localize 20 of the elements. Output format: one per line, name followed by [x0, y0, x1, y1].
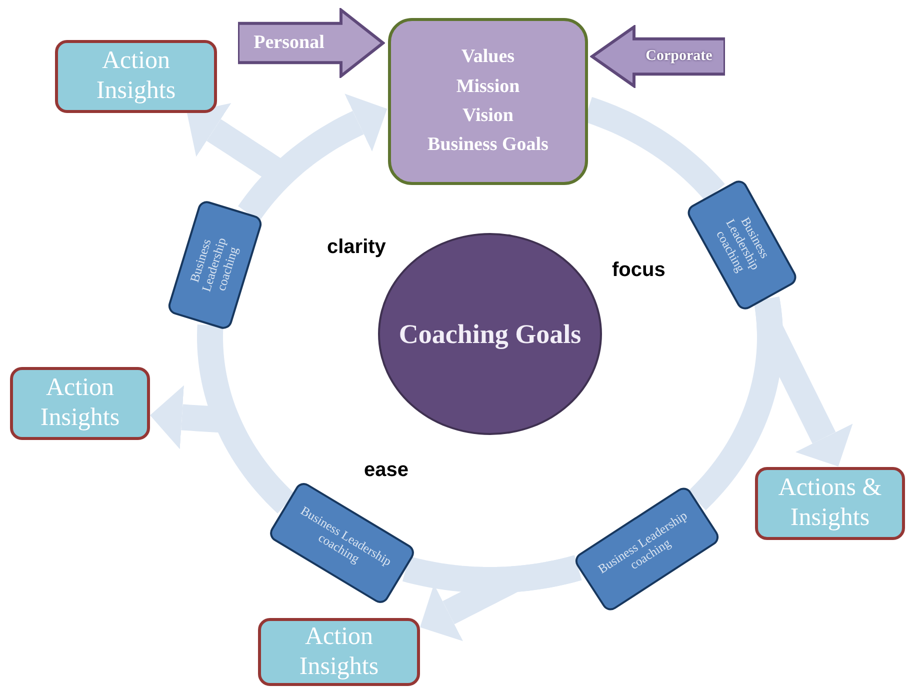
box-label: Mission	[456, 74, 520, 99]
values-box	[388, 18, 588, 184]
box-label: Action Insights	[95, 46, 177, 106]
insight-box	[55, 40, 217, 112]
box-label: Values	[461, 45, 515, 70]
arrow-label: Corporate	[646, 48, 712, 64]
arrow-label: Personal	[254, 32, 324, 54]
insight-box	[755, 466, 905, 540]
box-label: Actions & Insights	[777, 473, 883, 533]
box-label: Vision	[462, 104, 514, 128]
circle-label: Coaching Goals	[398, 318, 582, 350]
insight-box	[258, 618, 420, 686]
keyword-label: clarity	[327, 235, 387, 259]
keyword-label: focus	[612, 258, 666, 282]
keyword-label: ease	[364, 458, 410, 482]
insight-box	[10, 366, 150, 440]
flow-arrow	[238, 94, 388, 222]
box-label: Action Insights	[39, 373, 121, 433]
box-label: Business Goals	[428, 133, 548, 158]
box-label: Action Insights	[298, 622, 380, 682]
